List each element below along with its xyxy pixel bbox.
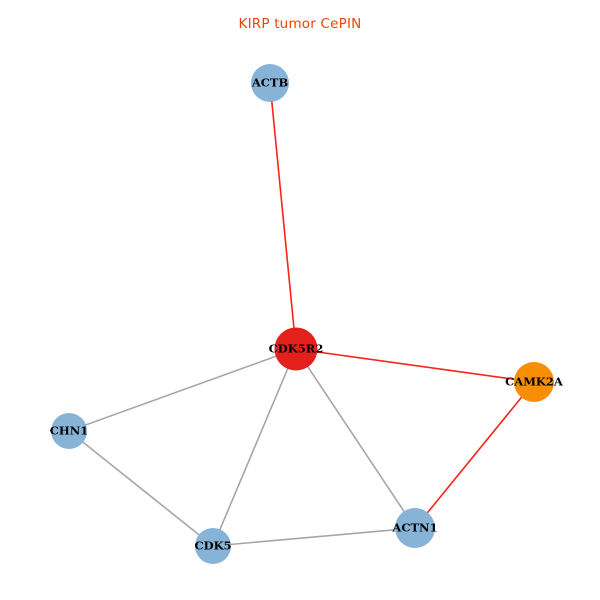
edge-camk2a-actn1 [414,381,535,529]
node-chn1[interactable]: CHN1 [50,413,89,449]
node-circle-cdk5[interactable] [195,528,231,564]
edge-chn1-cdk5 [68,430,214,547]
node-label-cdk5: CDK5 [194,539,231,553]
edge-cdk5-cdk5r2 [212,348,297,547]
node-circle-cdk5r2[interactable] [274,327,318,371]
edge-cdk5r2-camk2a [295,348,535,383]
page-title: KIRP tumor CePIN [238,16,362,32]
edge-layer [68,82,535,547]
node-circle-camk2a[interactable] [514,362,554,402]
node-camk2a[interactable]: CAMK2A [505,362,564,402]
node-label-actn1: ACTN1 [391,521,437,535]
edge-cdk5-actn1 [212,527,416,547]
node-cdk5r2[interactable]: CDK5R2 [269,327,324,371]
edge-actn1-cdk5r2 [295,348,416,529]
node-label-actb: ACTB [251,76,289,90]
edge-actb-cdk5r2 [269,82,297,350]
node-label-camk2a: CAMK2A [505,375,564,389]
node-actb[interactable]: ACTB [251,64,289,102]
node-circle-actn1[interactable] [395,508,435,548]
node-label-cdk5r2: CDK5R2 [269,342,324,356]
node-actn1[interactable]: ACTN1 [391,508,438,548]
node-circle-actb[interactable] [251,64,289,102]
edge-chn1-cdk5r2 [68,348,297,432]
node-label-chn1: CHN1 [50,424,89,438]
node-circle-chn1[interactable] [51,413,87,449]
node-cdk5[interactable]: CDK5 [194,528,232,564]
